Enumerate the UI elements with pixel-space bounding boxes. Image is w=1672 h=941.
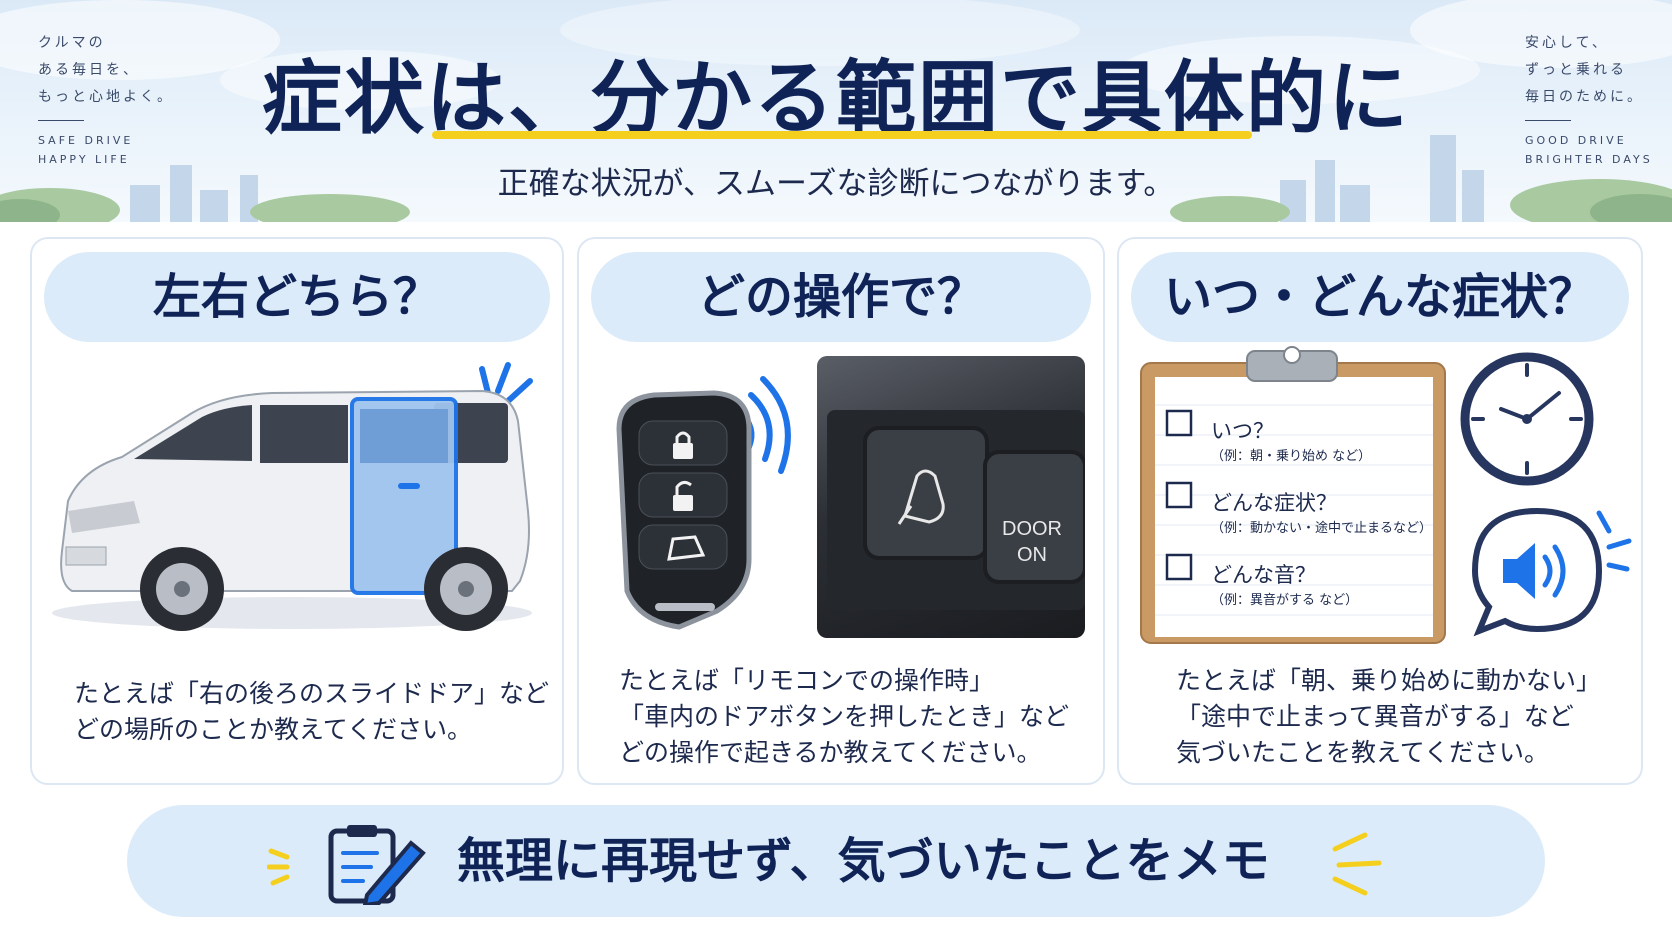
clipboard-icon [1140, 346, 1446, 644]
right-tagline-jp-3: 毎日のために。 [1525, 89, 1644, 105]
city-skyline [0, 135, 1672, 222]
cloud-background [0, 0, 1672, 110]
checklist-example: （例：朝・乗り始め など） [1211, 449, 1372, 464]
left-tagline: クルマの ある毎日を、 もっと心地よく。 SAFE DRIVE HAPPY LI… [38, 30, 174, 169]
sparkle-lines [1332, 832, 1382, 896]
checklist-question: いつ？ [1211, 419, 1274, 443]
card-heading: どの操作で？ [591, 252, 1091, 342]
left-tagline-jp-3: もっと心地よく。 [38, 89, 174, 105]
card-when-what-symptom: いつ・どんな症状？ いつ？ （例：朝・乗り始め など） どんな症状？ （例：動か… [1117, 237, 1643, 785]
card-description-line-1: たとえば「右の後ろのスライドドア」など [74, 679, 550, 708]
card-heading: 左右どちら？ [44, 252, 550, 342]
header: クルマの ある毎日を、 もっと心地よく。 SAFE DRIVE HAPPY LI… [0, 0, 1672, 222]
speaker-icon [1471, 507, 1632, 637]
card-description-line-1: たとえば「朝、乗り始めに動かない」 [1176, 666, 1602, 695]
card-description-line-3: 気づいたことを教えてください。 [1176, 738, 1550, 767]
clock-icon [1460, 352, 1594, 486]
bottom-banner: 無理に再現せず、気づいたことをメモ [127, 805, 1545, 917]
banner-message: 無理に再現せず、気づいたことをメモ [457, 833, 1270, 889]
card-description-line-1: たとえば「リモコンでの操作時」 [619, 666, 995, 695]
door-button-photo [827, 410, 1085, 610]
card-description: たとえば「朝、乗り始めに動かない」 「途中で止まって異音がする」など 気づいたこ… [1176, 663, 1601, 771]
card-description-line-2: 「車内のドアボタンを押したとき」など [619, 702, 1070, 731]
checklist-question: どんな音？ [1211, 563, 1316, 587]
sliding-door-icon [903, 469, 945, 524]
page-subtitle: 正確な状況が、スムーズな診断につながります。 [497, 166, 1175, 202]
page-title: 症状は、分かる範囲で具体的に [262, 52, 1410, 145]
checklist-question: どんな症状？ [1211, 491, 1337, 515]
remote-key-icon [616, 376, 791, 630]
unlock-icon [673, 495, 693, 511]
checklist-item: どんな音？ （例：異音がする など） [1211, 559, 1358, 608]
left-tagline-jp-1: クルマの [38, 35, 106, 51]
door-button-panel: DOOR ON [817, 356, 1085, 638]
lock-icon [673, 443, 693, 459]
checklist-example: （例：異音がする など） [1211, 593, 1359, 608]
van-icon [667, 535, 706, 561]
checkbox-icon [1165, 481, 1193, 509]
right-tagline-jp-1: 安心して、 [1525, 35, 1609, 51]
card-which-operation: どの操作で？ DOOR ON たとえば「リモコン [577, 237, 1105, 785]
card-description-line-3: どの操作で起きるか教えてください。 [619, 738, 1042, 767]
checklist-example: （例：動かない・途中で止まるなど） [1211, 521, 1433, 536]
door-label-line-2: ON [1017, 544, 1047, 566]
card-description-line-2: 「途中で止まって異音がする」など [1176, 702, 1574, 731]
left-tagline-divider [38, 120, 84, 121]
left-tagline-jp-2: ある毎日を、 [38, 62, 140, 78]
right-tagline-en-2: BRIGHTER DAYS [1525, 153, 1653, 166]
left-tagline-en-1: SAFE DRIVE [38, 134, 134, 147]
card-description: たとえば「右の後ろのスライドドア」など どの場所のことか教えてください。 [74, 676, 549, 748]
checklist-item: どんな症状？ （例：動かない・途中で止まるなど） [1211, 487, 1432, 536]
right-tagline-jp-2: ずっと乗れる [1525, 62, 1627, 78]
card-description-line-2: どの場所のことか教えてください。 [74, 715, 473, 744]
door-label-line-1: DOOR [1002, 518, 1062, 540]
right-tagline: 安心して、 ずっと乗れる 毎日のために。 GOOD DRIVE BRIGHTER… [1525, 30, 1653, 169]
door-on-button-label: DOOR ON [992, 516, 1072, 568]
card-description: たとえば「リモコンでの操作時」 「車内のドアボタンを押したとき」など どの操作で… [619, 663, 1069, 771]
card-heading: いつ・どんな症状？ [1131, 252, 1629, 342]
right-tagline-en-1: GOOD DRIVE [1525, 134, 1627, 147]
right-tagline-divider [1525, 120, 1571, 121]
checklist-item: いつ？ （例：朝・乗り始め など） [1211, 415, 1371, 464]
title-underline [432, 131, 1252, 139]
left-tagline-en-2: HAPPY LIFE [38, 153, 130, 166]
sliding-door-car-icon [52, 362, 533, 631]
card-which-side: 左右どちら？ たとえば「右の後ろのスライドドア」など どの場所のことか [30, 237, 564, 785]
memo-pencil-icon [267, 825, 426, 905]
checkbox-icon [1165, 409, 1193, 437]
checkbox-icon [1165, 553, 1193, 581]
